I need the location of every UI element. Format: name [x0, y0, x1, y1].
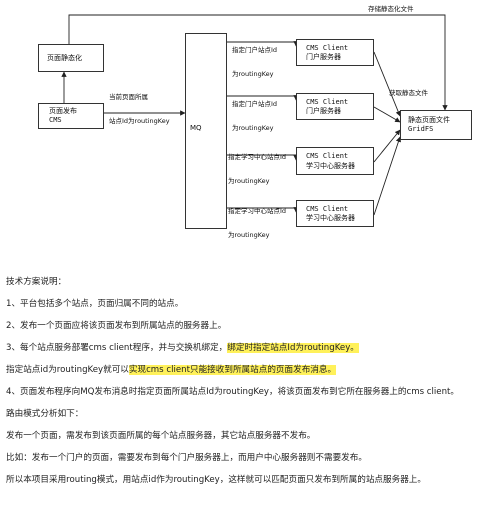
- cms-client-3-title: CMS Client: [306, 152, 349, 160]
- notes-point-1: 1、平台包括多个站点，页面归属不同的站点。: [6, 299, 184, 309]
- publish-box-sub: CMS: [49, 116, 62, 124]
- notes-point-3-cont: 指定站点id为routingKey就可以实现cms client只能接收到所属站…: [6, 364, 482, 376]
- edge-label-4: 指定学习中心站点Id 为routingKey: [228, 191, 286, 247]
- client1-to-gridfs-arrow: [373, 51, 401, 117]
- store-static-label: 存储静态化文件: [368, 5, 414, 13]
- notes-point-4: 4、页面发布程序向MQ发布消息时指定页面所属站点Id为routingKey，将该…: [6, 387, 459, 397]
- static-page-box: 页面静态化: [38, 44, 104, 72]
- notes-point-3-cont-text: 指定站点id为routingKey就可以: [6, 365, 129, 375]
- notes-point-3-text: 3、每个站点服务部署cms client程序，并与交换机绑定，: [6, 343, 228, 353]
- edge-label-3-line2: 为routingKey: [228, 177, 270, 185]
- cms-client-2-server: 门户服务器: [306, 107, 341, 115]
- notes-point-3-highlight: 绑定时指定站点Id为routingKey。: [227, 343, 359, 353]
- edge-label-1: 指定门户站点Id 为routingKey: [232, 30, 277, 86]
- notes-point-2: 2、发布一个页面应将该页面发布到所属站点的服务器上。: [6, 321, 227, 331]
- publish-edge-label-line2: 站点Id为routingKey: [109, 117, 170, 125]
- cms-client-box-4: CMS Client 学习中心服务器: [296, 200, 374, 227]
- cms-client-1-title: CMS Client: [306, 44, 349, 52]
- cms-client-2-title: CMS Client: [306, 98, 349, 106]
- edge-label-3: 指定学习中心站点Id 为routingKey: [228, 137, 286, 193]
- cms-client-3-server: 学习中心服务器: [306, 162, 355, 170]
- cms-client-box-3: CMS Client 学习中心服务器: [296, 147, 374, 175]
- notes-point-3-cont-highlight: 实现cms client只能接收到所属站点的页面发布消息。: [128, 365, 337, 375]
- edge-label-2: 指定门户站点Id 为routingKey: [232, 84, 277, 140]
- gridfs-box-label: 静态页面文件: [408, 116, 450, 124]
- notes-routing-3: 所以本项目采用routing模式，用站点id作为routingKey，这样就可以…: [6, 475, 426, 485]
- edge-label-1-line1: 指定门户站点Id: [232, 46, 278, 54]
- publish-edge-label: 当前页面所属 站点Id为routingKey: [109, 77, 170, 133]
- mq-box-label: MQ: [190, 124, 202, 132]
- cms-client-4-title: CMS Client: [306, 205, 349, 213]
- publish-edge-label-line1: 当前页面所属: [109, 93, 148, 101]
- client3-to-gridfs-arrow: [373, 129, 401, 163]
- edge-label-4-line1: 指定学习中心站点Id: [228, 207, 287, 215]
- gridfs-box: 静态页面文件 GridFS: [400, 110, 472, 140]
- technical-notes: 技术方案说明： 1、平台包括多个站点，页面归属不同的站点。 2、发布一个页面应将…: [6, 276, 482, 486]
- edge-label-1-line2: 为routingKey: [232, 70, 274, 78]
- publish-box: 页面发布 CMS: [38, 103, 104, 129]
- cms-client-1-server: 门户服务器: [306, 53, 341, 61]
- notes-title: 技术方案说明：: [6, 277, 67, 287]
- notes-routing-title: 路由模式分析如下：: [6, 409, 84, 419]
- cms-client-4-server: 学习中心服务器: [306, 214, 355, 222]
- static-page-box-label: 页面静态化: [47, 54, 82, 62]
- edge-label-2-line2: 为routingKey: [232, 124, 274, 132]
- notes-routing-2: 比如：发布一个门户的页面，需要发布到每个门户服务器上，而用户中心服务器则不需要发…: [6, 453, 367, 463]
- edge-label-4-line2: 为routingKey: [228, 231, 270, 239]
- publish-box-label: 页面发布: [49, 107, 77, 115]
- gridfs-box-sub: GridFS: [408, 125, 434, 133]
- cms-client-box-1: CMS Client 门户服务器: [296, 39, 374, 66]
- store-static-arrow: [68, 14, 448, 111]
- client4-to-gridfs-arrow: [373, 136, 402, 216]
- notes-point-3: 3、每个站点服务部署cms client程序，并与交换机绑定，绑定时指定站点Id…: [6, 342, 482, 354]
- edge-label-3-line1: 指定学习中心站点Id: [228, 153, 287, 161]
- fetch-static-label: 获取静态文件: [389, 89, 428, 97]
- cms-client-box-2: CMS Client 门户服务器: [296, 93, 374, 120]
- client2-to-gridfs-arrow: [373, 106, 401, 123]
- mq-box: MQ: [185, 33, 227, 229]
- notes-routing-1: 发布一个页面，需发布到该页面所属的每个站点服务器，其它站点服务器不发布。: [6, 431, 316, 441]
- edge-label-2-line1: 指定门户站点Id: [232, 100, 278, 108]
